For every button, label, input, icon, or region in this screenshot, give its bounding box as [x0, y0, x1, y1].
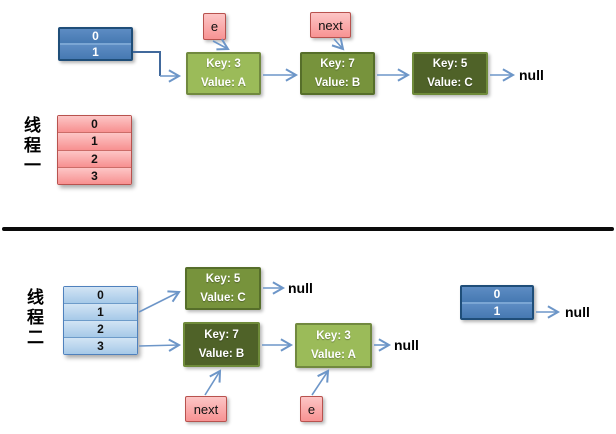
- arrow-e-to-key3-bottom: [311, 369, 330, 396]
- node-key: Key: 5: [432, 58, 468, 71]
- bucket-row-1: 1: [462, 301, 532, 318]
- hash-table-thread2: 0 1 2 3: [63, 286, 138, 355]
- node-key: Key: 5: [205, 273, 241, 286]
- node-key3-top: Key: 3 Value: A: [186, 52, 261, 95]
- null-label-after-key3: null: [394, 337, 419, 353]
- arrow-bucket-elbow-top: [133, 51, 161, 76]
- bucket-row-0: 0: [462, 287, 532, 302]
- table-row: 0: [58, 116, 131, 134]
- table-row: 1: [58, 133, 131, 151]
- pointer-e-top: e: [203, 13, 226, 40]
- arrow-e-to-key3-top: [212, 38, 230, 51]
- table-row: 1: [64, 304, 137, 321]
- node-value: Value: A: [311, 348, 356, 361]
- table-row: 3: [58, 167, 131, 184]
- arrow-next-to-key7-top: [331, 37, 345, 51]
- bucket-node-bottom: 0 1: [460, 285, 534, 320]
- section-divider: [2, 227, 614, 231]
- node-value: Value: A: [201, 76, 246, 89]
- null-label-top: null: [519, 67, 544, 83]
- node-key: Key: 3: [206, 58, 241, 71]
- node-key5-bottom: Key: 5 Value: C: [185, 267, 261, 310]
- arrow-table1-to-key5-bottom: [138, 290, 181, 313]
- arrow-table3-to-key7-bottom: [138, 338, 182, 352]
- node-key7-top: Key: 7 Value: B: [300, 52, 375, 95]
- node-key: Key: 3: [316, 330, 351, 343]
- thread1-label: 线程一: [20, 116, 40, 176]
- node-key3-bottom: Key: 3 Value: A: [295, 323, 372, 368]
- hash-table-thread1: 0 1 2 3: [57, 115, 132, 185]
- table-row: 3: [64, 338, 137, 354]
- table-row: 2: [64, 321, 137, 338]
- arrow-next-to-key7-bottom: [204, 369, 222, 396]
- pointer-next-top: next: [310, 12, 351, 38]
- thread2-label: 线程二: [23, 288, 43, 348]
- pointer-next-bottom: next: [185, 396, 227, 422]
- node-key: Key: 7: [204, 329, 239, 342]
- node-value: Value: C: [427, 76, 473, 89]
- node-key5-top: Key: 5 Value: C: [412, 52, 488, 95]
- null-label-after-bucket: null: [565, 304, 590, 320]
- table-row: 0: [64, 287, 137, 304]
- node-value: Value: C: [200, 291, 246, 304]
- pointer-e-bottom: e: [300, 396, 323, 422]
- bucket-node-top: 0 1: [58, 27, 133, 61]
- null-label-after-key5: null: [288, 280, 313, 296]
- bucket-row-1: 1: [60, 43, 131, 59]
- table-row: 2: [58, 150, 131, 168]
- node-value: Value: B: [198, 347, 245, 360]
- node-key7-bottom: Key: 7 Value: B: [183, 322, 260, 367]
- node-key: Key: 7: [320, 58, 355, 71]
- bucket-row-0: 0: [60, 29, 131, 43]
- node-value: Value: B: [314, 76, 361, 89]
